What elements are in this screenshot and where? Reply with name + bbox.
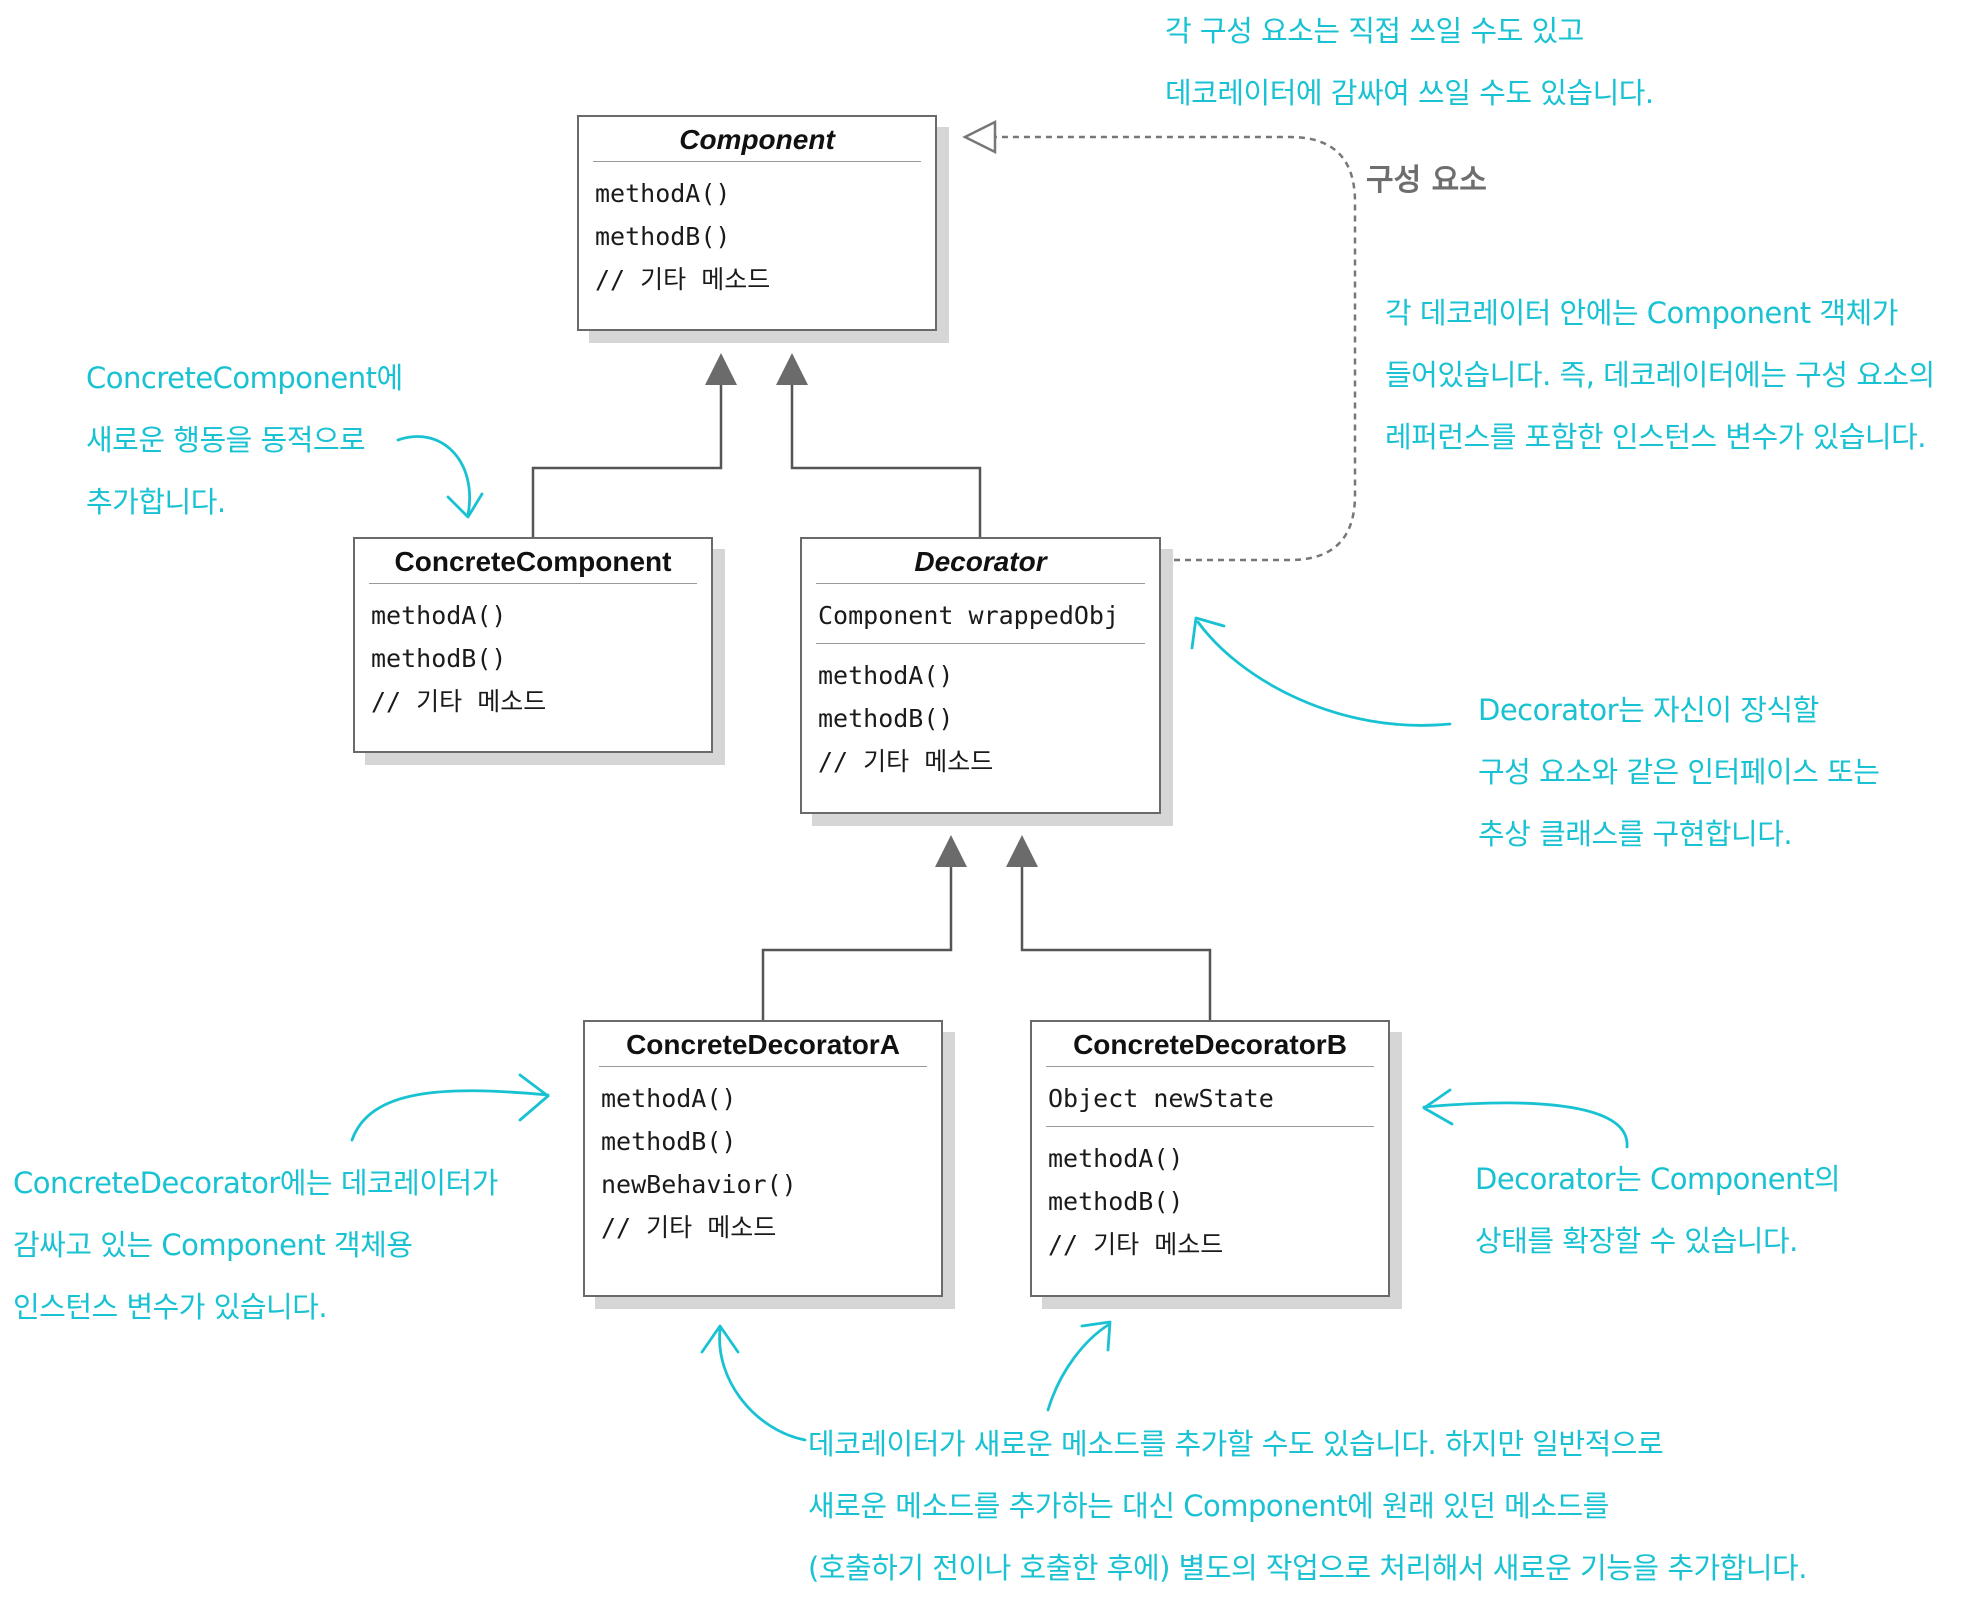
field-wrapped-obj: Component wrappedObj <box>818 601 1120 630</box>
method-other: // 기타 메소드 <box>371 687 547 716</box>
inherit-line-concretecomponent <box>531 385 723 537</box>
note-arrowhead-extend-state <box>1422 1088 1454 1126</box>
composition-open-arrowhead <box>962 119 997 155</box>
method-new-behavior: newBehavior() <box>601 1170 797 1199</box>
method-a: methodA() <box>595 179 731 208</box>
method-a: methodA() <box>818 661 954 690</box>
method-other: // 기타 메소드 <box>818 747 994 776</box>
note-wrapped-component: 각 데코레이터 안에는 Component 객체가 들어있습니다. 즉, 데코레… <box>1385 296 1935 454</box>
note-new-methods: 데코레이터가 새로운 메소드를 추가할 수도 있습니다. 하지만 일반적으로 새… <box>808 1427 1807 1585</box>
note-arrowhead-decorator <box>1190 616 1226 650</box>
inherit-triangle-4 <box>1006 835 1038 867</box>
inherit-triangle-1 <box>705 353 737 385</box>
class-concrete-component-methods: methodA() methodB() // 기타 메소드 <box>355 584 711 729</box>
class-component-methods: methodA() methodB() // 기타 메소드 <box>579 162 935 307</box>
note-arrowhead-concretedecorator <box>518 1073 550 1122</box>
note-arrowhead-new-methods-a <box>700 1324 740 1354</box>
method-other: // 기타 메소드 <box>601 1213 777 1242</box>
note-arrowhead-new-methods-b <box>1080 1320 1112 1352</box>
note-concrete-component: ConcreteComponent에 새로운 행동을 동적으로 추가합니다. <box>86 361 403 519</box>
class-concrete-component-name: ConcreteComponent <box>369 539 697 584</box>
method-b: methodB() <box>818 704 954 733</box>
composition-label: 구성 요소 <box>1366 163 1487 198</box>
method-a: methodA() <box>1048 1144 1184 1173</box>
class-decorator-name: Decorator <box>816 539 1145 584</box>
method-b: methodB() <box>1048 1187 1184 1216</box>
method-other: // 기타 메소드 <box>595 265 771 294</box>
class-concrete-decorator-a: ConcreteDecoratorA methodA() methodB() n… <box>583 1020 943 1297</box>
field-new-state: Object newState <box>1048 1084 1274 1113</box>
method-b: methodB() <box>371 644 507 673</box>
composition-dashed-line <box>995 135 1357 562</box>
note-arrow-decorator <box>1196 620 1452 727</box>
method-b: methodB() <box>595 222 731 251</box>
class-component-name: Component <box>593 117 921 162</box>
note-concrete-decorator: ConcreteDecorator에는 데코레이터가 감싸고 있는 Compon… <box>13 1166 498 1324</box>
note-decorator-interface: Decorator는 자신이 장식할 구성 요소와 같은 인터페이스 또는 추상… <box>1478 693 1880 851</box>
class-decorator-fields: Component wrappedObj <box>816 584 1145 644</box>
inherit-line-decorator-a <box>761 867 953 1020</box>
note-top: 각 구성 요소는 직접 쓰일 수도 있고 데코레이터에 감싸여 쓰일 수도 있습… <box>1165 14 1654 110</box>
class-concrete-decorator-b: ConcreteDecoratorB Object newState metho… <box>1030 1020 1390 1297</box>
note-arrow-concretecomponent <box>396 435 471 517</box>
class-decorator-methods: methodA() methodB() // 기타 메소드 <box>802 644 1159 789</box>
class-concrete-decorator-b-fields: Object newState <box>1046 1067 1374 1127</box>
note-arrow-new-methods-a <box>718 1328 807 1442</box>
method-a: methodA() <box>601 1084 737 1113</box>
class-decorator: Decorator Component wrappedObj methodA()… <box>800 537 1161 814</box>
note-arrow-concretedecorator <box>350 1089 550 1142</box>
inherit-line-decorator-b <box>1020 867 1212 1020</box>
inherit-triangle-2 <box>776 353 808 385</box>
note-arrowhead-concretecomponent <box>446 492 484 519</box>
class-concrete-decorator-a-name: ConcreteDecoratorA <box>599 1022 927 1067</box>
class-concrete-decorator-b-methods: methodA() methodB() // 기타 메소드 <box>1032 1127 1388 1272</box>
method-a: methodA() <box>371 601 507 630</box>
inherit-triangle-3 <box>935 835 967 867</box>
note-extend-state: Decorator는 Component의 상태를 확장할 수 있습니다. <box>1475 1162 1841 1258</box>
inherit-line-decorator <box>790 385 982 537</box>
method-b: methodB() <box>601 1127 737 1156</box>
note-arrow-extend-state <box>1422 1101 1629 1149</box>
note-arrow-new-methods-b <box>1046 1323 1110 1412</box>
class-component: Component methodA() methodB() // 기타 메소드 <box>577 115 937 331</box>
method-other: // 기타 메소드 <box>1048 1230 1224 1259</box>
class-concrete-decorator-a-methods: methodA() methodB() newBehavior() // 기타 … <box>585 1067 941 1255</box>
class-concrete-decorator-b-name: ConcreteDecoratorB <box>1046 1022 1374 1067</box>
class-concrete-component: ConcreteComponent methodA() methodB() //… <box>353 537 713 753</box>
